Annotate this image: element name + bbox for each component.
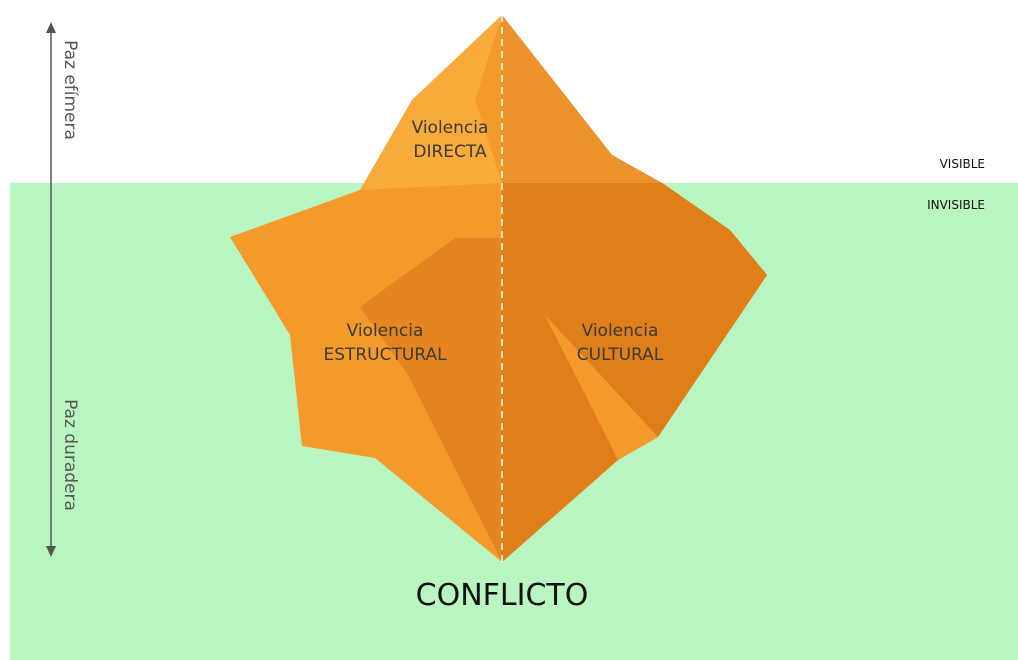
direct-label-line2: DIRECTA [413, 142, 487, 162]
axis-arrow-down-icon [46, 546, 56, 557]
iceberg-wedge-facet [545, 315, 658, 460]
structural-label-line1: Violencia [347, 321, 424, 341]
iceberg [230, 15, 767, 562]
cultural-label-line2: CULTURAL [577, 345, 664, 365]
peace-axis [46, 22, 56, 557]
cultural-label-line1: Violencia [582, 321, 659, 341]
direct-label-line1: Violencia [412, 118, 489, 138]
invisible-zone-label: INVISIBLE [927, 198, 985, 212]
axis-arrow-up-icon [46, 22, 56, 33]
iceberg-inner-right-facet [502, 183, 767, 562]
iceberg-tip-left-facet [360, 15, 502, 190]
visible-zone-label: VISIBLE [940, 157, 985, 171]
axis-top-label: Paz efímera [60, 40, 80, 140]
structural-label-line2: ESTRUCTURAL [323, 345, 447, 365]
iceberg-tip-right-facet [502, 15, 662, 183]
axis-bottom-label: Paz duradera [60, 399, 80, 511]
conflict-label: CONFLICTO [416, 578, 589, 613]
iceberg-inner-left-facet [360, 183, 552, 562]
